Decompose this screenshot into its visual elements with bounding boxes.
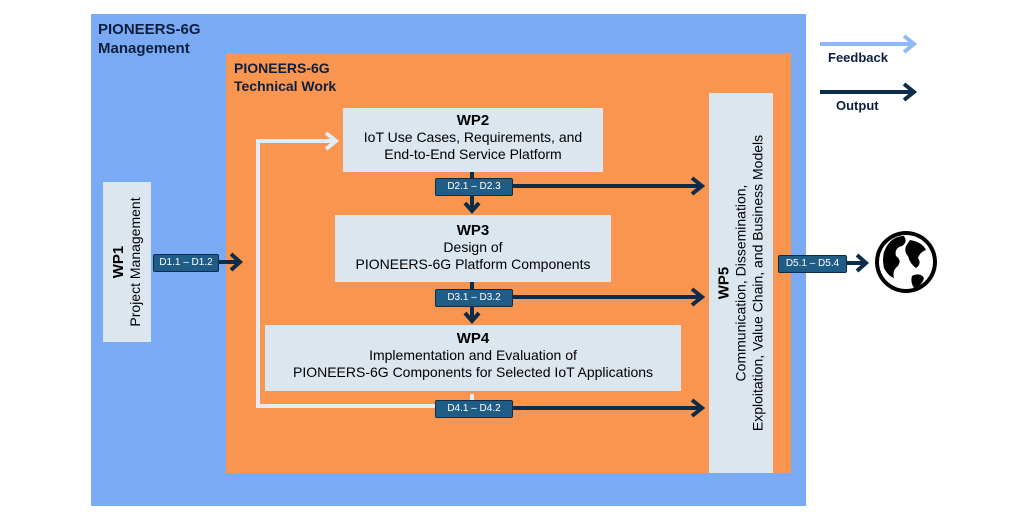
wp1-deliverable-tag: D1.1 – D1.2 (153, 254, 219, 272)
technical-work-title: PIONEERS-6G Technical Work (234, 59, 336, 95)
wp1-subtitle: Project Management (127, 197, 143, 327)
wp2-line2: End-to-End Service Platform (384, 146, 562, 162)
wp2-to-wp5-head (690, 176, 706, 196)
wp5-line1: Communication, Dissemination, (732, 184, 749, 382)
legend-feedback-label: Feedback (828, 50, 888, 65)
technical-title-line1: PIONEERS-6G (234, 60, 330, 76)
legend-feedback-head (902, 34, 918, 54)
wp4-title: WP4 (456, 330, 490, 347)
wp5-output-head (855, 253, 870, 273)
wp2-to-wp3-head (463, 201, 481, 215)
wp2-box: WP2 IoT Use Cases, Requirements, and End… (343, 108, 603, 172)
management-title: PIONEERS-6G Management (98, 20, 201, 58)
wp4-box: WP4 Implementation and Evaluation of PIO… (265, 325, 681, 391)
wp3-deliverable-tag: D3.1 – D3.2 (435, 289, 513, 307)
wp2-line1: IoT Use Cases, Requirements, and (363, 129, 583, 145)
wp3-to-wp5-head (690, 287, 706, 307)
wp1-box: WP1 Project Management (103, 182, 151, 342)
globe-icon (875, 231, 937, 293)
feedback-loop-head (324, 131, 340, 151)
wp4-deliverable-tag: D4.1 – D4.2 (435, 400, 513, 418)
wp5-text: WP5 Communication, Dissemination, Exploi… (716, 135, 767, 431)
wp3-line2: PIONEERS-6G Platform Components (355, 256, 591, 272)
wp5-box: WP5 Communication, Dissemination, Exploi… (709, 93, 773, 473)
wp2-deliverable-tag: D2.1 – D2.3 (435, 178, 513, 196)
wp5-deliverable-tag: D5.1 – D5.4 (778, 255, 847, 273)
wp1-text: WP1 Project Management (110, 197, 144, 326)
legend-output-label: Output (836, 98, 879, 113)
wp5-line2: Exploitation, Value Chain, and Business … (749, 134, 766, 432)
wp4-line2: PIONEERS-6G Components for Selected IoT … (292, 364, 654, 380)
technical-title-line2: Technical Work (234, 78, 337, 94)
wp5-title: WP5 (715, 266, 733, 300)
wp4-line1: Implementation and Evaluation of (369, 347, 577, 363)
wp3-to-wp4-head (463, 311, 481, 325)
wp3-box: WP3 Design of PIONEERS-6G Platform Compo… (335, 215, 611, 282)
wp1-title: WP1 (110, 245, 127, 279)
wp1-output-head (229, 252, 244, 272)
wp3-line1: Design of (443, 239, 503, 255)
management-title-line1: PIONEERS-6G (98, 21, 201, 38)
management-title-line2: Management (98, 40, 190, 57)
wp4-to-wp5-head (690, 398, 706, 418)
wp3-title: WP3 (456, 222, 490, 239)
legend-output-head (902, 82, 918, 102)
wp2-title: WP2 (456, 112, 490, 129)
